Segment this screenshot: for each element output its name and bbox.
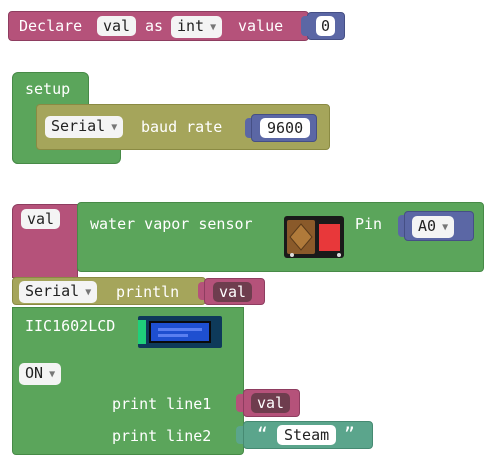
declare-block[interactable]: Declare val as int ▼ value	[8, 11, 309, 41]
declare-value-label: value	[238, 17, 284, 35]
lcd-state-value: ON	[25, 364, 44, 382]
chevron-down-icon: ▼	[442, 222, 449, 233]
serial-println-block[interactable]: Serial ▼ println	[12, 277, 206, 305]
baud-socket	[245, 118, 253, 138]
pin-socket	[398, 215, 406, 237]
chevron-down-icon: ▼	[85, 287, 92, 298]
lcd-module-icon	[138, 316, 222, 348]
declare-value-field[interactable]: 0	[316, 16, 336, 36]
sensor-var-block[interactable]: val	[12, 204, 78, 278]
line2-text-block[interactable]: “ Steam ”	[243, 421, 373, 449]
open-quote-icon: “	[257, 424, 268, 445]
serial-baud-block[interactable]: Serial ▼ baud rate 9600	[36, 104, 330, 150]
line2-text-field[interactable]: Steam	[277, 425, 337, 445]
water-vapor-sensor-icon	[284, 216, 344, 258]
println-label: println	[116, 283, 180, 301]
baud-value-block[interactable]: 9600	[251, 114, 317, 142]
close-quote-icon: ”	[344, 424, 355, 445]
chevron-down-icon: ▼	[49, 369, 56, 380]
declare-var-name[interactable]: val	[97, 16, 137, 36]
setup-body-bar	[12, 146, 121, 164]
lcd-state-dropdown[interactable]: ON ▼	[19, 363, 62, 385]
pin-selector-block[interactable]: A0 ▼	[404, 211, 474, 241]
baud-rate-label: baud rate	[141, 118, 223, 136]
print-line2-label: print line2	[112, 427, 212, 445]
sensor-var-name[interactable]: val	[21, 209, 61, 229]
setup-label: setup	[25, 80, 71, 98]
line1-socket	[236, 394, 244, 412]
chevron-down-icon: ▼	[111, 122, 118, 133]
pin-label: Pin	[355, 215, 383, 233]
println-var-name[interactable]: val	[213, 282, 253, 302]
pin-dropdown[interactable]: A0 ▼	[412, 216, 455, 238]
println-var-block[interactable]: val	[204, 278, 265, 305]
serial-dropdown-value: Serial	[51, 117, 106, 135]
lcd-label: IIC1602LCD	[25, 317, 116, 335]
pin-dropdown-value: A0	[418, 217, 437, 235]
chevron-down-icon: ▼	[210, 22, 217, 33]
line1-var-name[interactable]: val	[251, 393, 291, 413]
declare-type-value: int	[177, 17, 205, 35]
line2-socket	[236, 426, 244, 444]
println-serial-value: Serial	[25, 282, 80, 300]
lcd-block[interactable]: IIC1602LCD ON ▼ print line1 print line2	[12, 307, 244, 455]
print-line1-label: print line1	[112, 395, 212, 413]
declare-keyword: Declare	[19, 17, 83, 35]
declare-value-socket	[301, 16, 309, 36]
line1-var-block[interactable]: val	[243, 389, 300, 417]
baud-value-field[interactable]: 9600	[260, 118, 311, 138]
water-vapor-sensor-block[interactable]: water vapor sensor Pin A0 ▼	[77, 202, 484, 272]
declare-as-label: as	[145, 17, 164, 35]
println-socket	[198, 282, 206, 300]
declare-type-dropdown[interactable]: int ▼	[171, 16, 223, 38]
declare-value-block[interactable]: 0	[307, 12, 345, 40]
serial-dropdown[interactable]: Serial ▼	[45, 116, 124, 138]
println-serial-dropdown[interactable]: Serial ▼	[19, 281, 98, 303]
sensor-label: water vapor sensor	[90, 215, 253, 233]
